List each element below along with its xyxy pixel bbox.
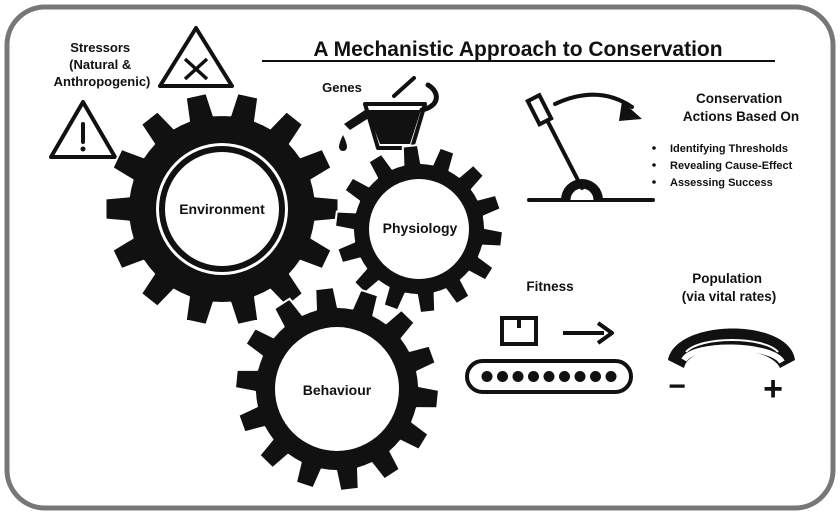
bullet-item: Identifying Thresholds [670,143,788,155]
genes-label: Genes [322,80,362,95]
gear-label-environment: Environment [179,201,265,217]
roller-dot [481,371,493,382]
bullet-item: Revealing Cause-Effect [670,160,793,172]
roller-dot [497,371,508,382]
roller-dot [590,371,601,382]
roller-dot [543,371,555,382]
roller-dot [605,371,617,382]
gear-physiology [334,144,504,314]
population-label: Population (via vital rates) [682,271,777,304]
gear-behaviour [234,286,440,492]
gears-group [104,92,504,492]
fitness-label: Fitness [526,279,573,294]
bullet-item: Assessing Success [670,177,773,189]
roller-dot [559,371,570,382]
roller-dot [512,371,524,382]
title: A Mechanistic Approach to Conservation [313,38,722,61]
population-arc-icon [668,328,795,368]
stressors-label: Stressors (Natural & Anthropogenic) [54,40,151,89]
lever-icon [525,92,655,202]
toxic-warning-icon [158,26,234,88]
conservation-bullets: Identifying Thresholds Revealing Cause-E… [652,143,793,189]
plus-sign: + [763,370,783,408]
gear-environment [104,92,340,326]
roller-dot [574,371,586,382]
conservation-heading: Conservation Actions Based On [683,91,799,124]
gear-label-behaviour: Behaviour [303,382,372,398]
minus-sign: − [668,370,686,403]
conveyor-belt-icon [465,316,633,394]
exclamation-warning-icon [49,100,117,159]
roller-dot [528,371,539,382]
gear-label-physiology: Physiology [383,220,458,236]
